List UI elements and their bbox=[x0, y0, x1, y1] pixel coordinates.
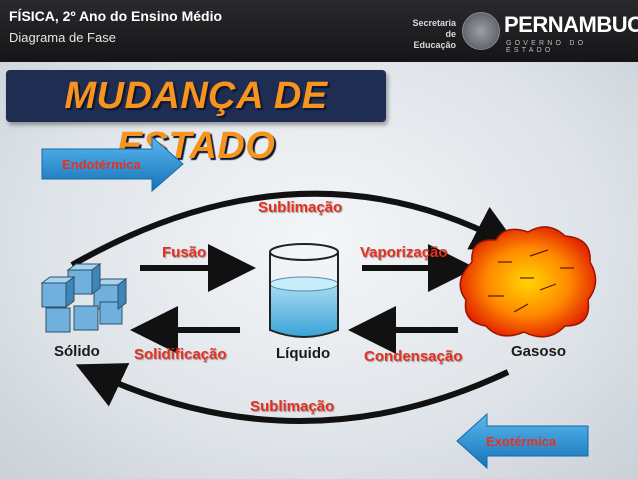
liquid-label: Líquido bbox=[276, 345, 331, 362]
sublimation-bottom-label: Sublimação bbox=[250, 398, 335, 415]
liquid-beaker-icon bbox=[269, 243, 339, 338]
header-bar: FÍSICA, 2º Ano do Ensino Médio Diagrama … bbox=[0, 0, 638, 62]
brand-logo-text: PERNAMBUCO bbox=[504, 12, 638, 37]
government-label: GOVERNO DO ESTADO bbox=[506, 40, 587, 54]
endothermic-arrow bbox=[41, 135, 184, 193]
sublimation-bottom-arrow bbox=[75, 363, 510, 424]
gas-label: Gasoso bbox=[511, 343, 567, 360]
header-subtitle: Diagrama de Fase bbox=[9, 30, 116, 45]
solid-cubes-icon bbox=[40, 263, 128, 333]
vaporization-label: Vaporização bbox=[360, 244, 448, 261]
endothermic-label: Endotérmica bbox=[62, 157, 141, 172]
solid-label: Sólido bbox=[54, 343, 100, 360]
sublimation-top-label: Sublimação bbox=[258, 199, 343, 216]
gas-cloud-icon bbox=[459, 226, 597, 338]
exothermic-arrow bbox=[456, 412, 589, 470]
sublimation-top-arrow bbox=[70, 190, 521, 268]
banner-title: MUDANÇA DE ESTADO bbox=[64, 75, 328, 167]
state-seal-icon bbox=[462, 12, 500, 50]
secretaria-label: Secretaria de Educação bbox=[412, 18, 456, 50]
solidification-label: Solidificação bbox=[134, 346, 227, 363]
fusion-label: Fusão bbox=[162, 244, 207, 261]
header-title: FÍSICA, 2º Ano do Ensino Médio bbox=[9, 8, 223, 24]
condensation-label: Condensação bbox=[364, 348, 463, 365]
exothermic-label: Exotérmica bbox=[486, 434, 557, 449]
title-banner bbox=[6, 70, 386, 122]
